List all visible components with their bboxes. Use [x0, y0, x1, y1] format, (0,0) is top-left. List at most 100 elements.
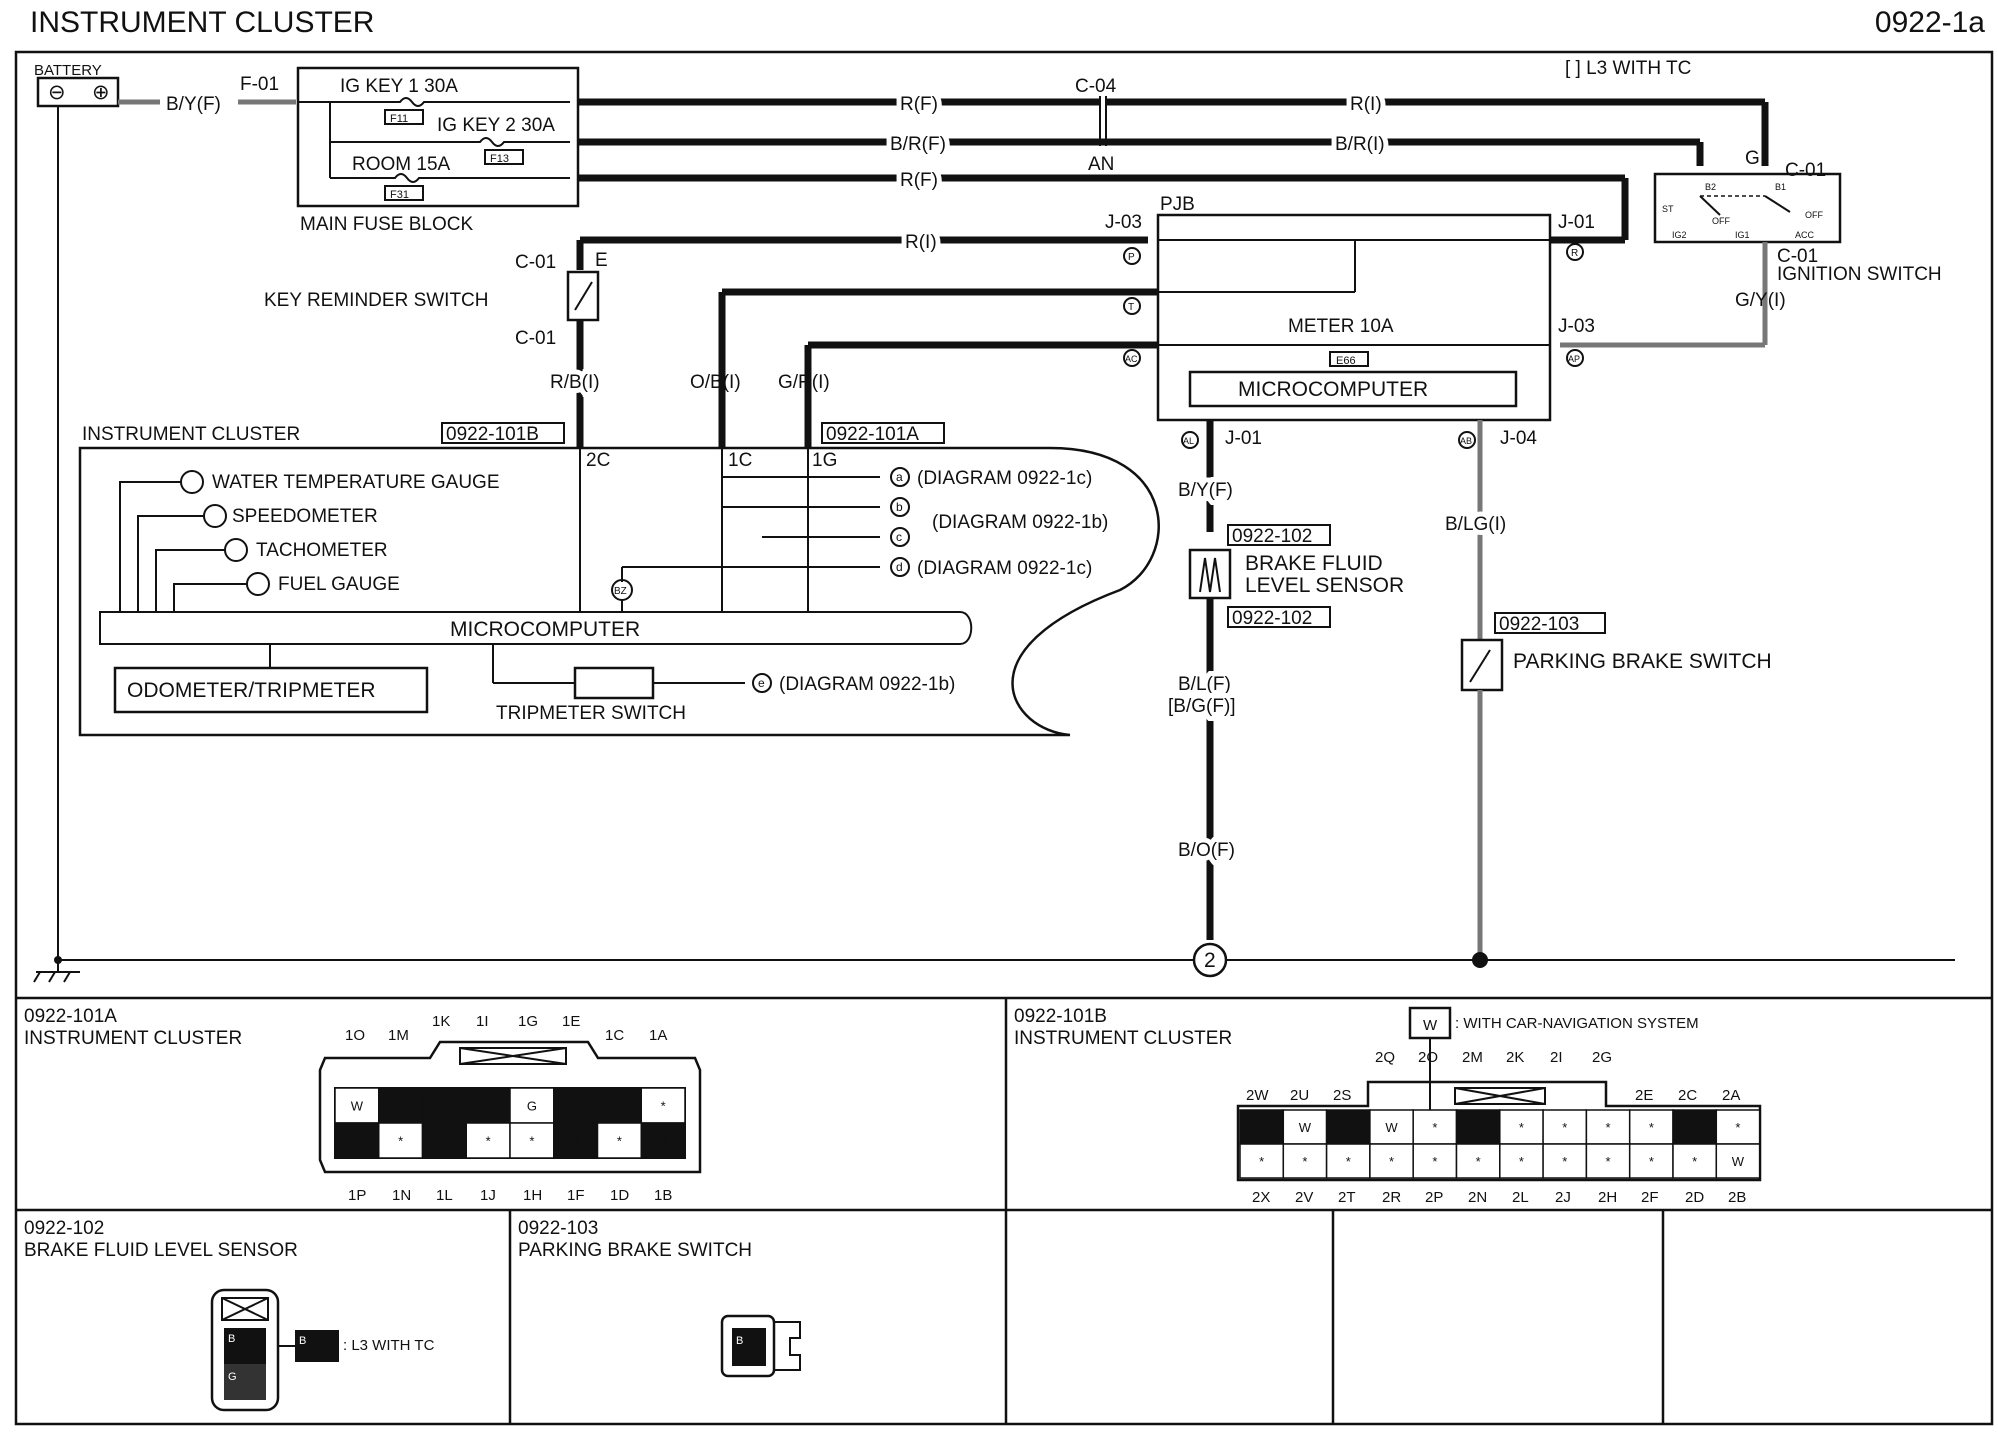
p101a-top-1g: 1G: [518, 1013, 538, 1030]
pjb-label: PJB: [1160, 194, 1195, 215]
p101b-top-2i: 2I: [1550, 1049, 1563, 1066]
fuse-3-code: F31: [390, 189, 409, 201]
fuse-2-label: IG KEY 2 30A: [437, 115, 555, 136]
p101a-bot-1d: 1D: [610, 1187, 629, 1204]
p101a-cell: [421, 1087, 467, 1124]
p101b-cell-label: *: [1302, 1154, 1307, 1169]
connector-e: E: [595, 250, 608, 271]
pjb-j03-left: J-03: [1105, 212, 1142, 233]
p101b-cell: [1672, 1143, 1718, 1179]
diagram-ref-d-bubble: [890, 557, 910, 577]
p101b-cell-label: *: [1432, 1120, 1437, 1135]
wire-gy: G/Y(I): [1735, 290, 1786, 311]
brake-label-2: LEVEL SENSOR: [1245, 574, 1404, 597]
p101b-code: 0922-101B: [1014, 1006, 1107, 1027]
p101a-cell: [421, 1122, 467, 1159]
p101a-top-1o: 1O: [345, 1027, 365, 1044]
pin-ap: AP: [1568, 354, 1580, 364]
p101b-note-box: W: [1423, 1017, 1438, 1034]
p101a-top-1i: 1I: [476, 1013, 489, 1030]
p102-code: 0922-102: [24, 1218, 104, 1239]
p101a-bot-1n: 1N: [392, 1187, 411, 1204]
diagram-ref-a-letter: a: [896, 470, 903, 484]
panel-102: 0922-102 BRAKE FLUID LEVEL SENSOR B G B …: [24, 1218, 435, 1412]
wire-ob: O/B(I): [690, 372, 741, 393]
instrument-cluster: INSTRUMENT CLUSTER 0922-101B 0922-101A 2…: [78, 422, 1160, 737]
p101a-bot-1h: 1H: [523, 1187, 542, 1204]
wire-rb: R/B(I): [550, 372, 600, 393]
p101b-cell: [1628, 1143, 1674, 1179]
p101b-cell-label: *: [1606, 1120, 1611, 1135]
wire-ri-top: R(I): [1350, 94, 1382, 115]
p101a-cell-label: G: [527, 1099, 537, 1114]
ign-term-acc: ACC: [1795, 230, 1815, 240]
pin-bz: BZ: [614, 586, 627, 597]
p101b-cell: [1325, 1109, 1371, 1145]
fuse-block-connector: F-01: [240, 74, 279, 95]
pin-ac: AC: [1125, 354, 1138, 364]
p101a-cell: [334, 1087, 380, 1124]
p101a-cell-label: *: [617, 1134, 622, 1149]
ign-term-off1: OFF: [1712, 216, 1730, 226]
p103-code: 0922-103: [518, 1218, 598, 1239]
p101a-cell: [553, 1087, 599, 1124]
p101b-cell: [1715, 1143, 1761, 1179]
p101b-cell-label: *: [1649, 1120, 1654, 1135]
cluster-ref-b: 0922-101B: [446, 424, 539, 445]
brake-fluid-sensor: B/Y(F) 0922-102 BRAKE FLUID LEVEL SENSOR…: [1163, 420, 1404, 978]
p101b-bot-2l: 2L: [1512, 1189, 1529, 1206]
p101b-cell-label: BR: [1253, 1120, 1271, 1135]
p101a-cell: [553, 1122, 599, 1159]
p101a-cell-label: *: [486, 1134, 491, 1149]
p101b-top-2k: 2K: [1506, 1049, 1524, 1066]
key-c01-bottom: C-01: [515, 328, 556, 349]
power-wires: R(F) R(I) C-04 B/R(F) B/R(I) AN R(F) R(I…: [576, 76, 1769, 270]
diagram-ref-d-letter: d: [896, 560, 903, 574]
fuse-1-label: IG KEY 1 30A: [340, 76, 458, 97]
pjb: PJB J-03 J-01 J-03 METER 10A E66 MICROCO…: [1105, 194, 1595, 449]
p101a-top-1k: 1K: [432, 1013, 450, 1030]
parking-ref: 0922-103: [1499, 614, 1579, 635]
pjb-j01-bottom: J-01: [1225, 428, 1262, 449]
wire-bo: B/O(F): [1178, 840, 1235, 861]
p101a-bot-1l: 1L: [436, 1187, 453, 1204]
gauge-tachometer: TACHOMETER: [256, 540, 388, 561]
p101b-cell-label: *: [1389, 1154, 1394, 1169]
p101b-cell-label: W: [1732, 1154, 1745, 1169]
p101b-bot-2f: 2F: [1641, 1189, 1659, 1206]
panel-101a: 0922-101A INSTRUMENT CLUSTER 1K 1I 1G 1E…: [24, 1006, 702, 1204]
p101a-bot-1p: 1P: [348, 1187, 366, 1204]
diagram-ref-b-bubble: [890, 497, 910, 517]
p101b-cell: [1499, 1109, 1544, 1145]
ign-term-st: ST: [1662, 204, 1674, 214]
p101a-top-1e: 1E: [562, 1013, 580, 1030]
diagram-ref-e-letter: e: [758, 676, 765, 690]
main-fuse-block: F-01 MAIN FUSE BLOCK IG KEY 1 30A F11 IG…: [240, 66, 580, 235]
p101b-cell: [1585, 1109, 1631, 1145]
ign-term-b2: B2: [1705, 182, 1716, 192]
p102-note-box: B: [299, 1335, 306, 1347]
diagram-ref-a-bubble: [890, 467, 910, 487]
pin-p: P: [1128, 252, 1135, 263]
diagram-ref-c-letter: c: [896, 530, 902, 544]
p101b-cell: [1369, 1109, 1414, 1145]
page-code: 0922-1a: [1875, 6, 1985, 39]
p101b-cell-label: W: [1299, 1120, 1312, 1135]
fuse-block-title: MAIN FUSE BLOCK: [300, 214, 473, 235]
p101b-bot-2v: 2V: [1295, 1189, 1313, 1206]
pjb-microcomputer-label: MICROCOMPUTER: [1238, 378, 1428, 401]
cluster-title: INSTRUMENT CLUSTER: [82, 424, 300, 445]
p101b-bot-2x: 2X: [1252, 1189, 1270, 1206]
diagram-ref-a-text: (DIAGRAM 0922-1c): [917, 468, 1092, 489]
p103-title: PARKING BRAKE SWITCH: [518, 1240, 752, 1261]
ignition-connector-top: C-01: [1785, 160, 1826, 181]
key-c01-top: C-01: [515, 252, 556, 273]
p101b-bot-2b: 2B: [1728, 1189, 1746, 1206]
gauge-water-temp: WATER TEMPERATURE GAUGE: [212, 472, 500, 493]
odometer-label: ODOMETER/TRIPMETER: [127, 679, 376, 702]
p101b-cell: [1412, 1143, 1458, 1179]
p101a-cell-label: W: [351, 1099, 364, 1114]
p101b-top-2m: 2M: [1462, 1049, 1483, 1066]
